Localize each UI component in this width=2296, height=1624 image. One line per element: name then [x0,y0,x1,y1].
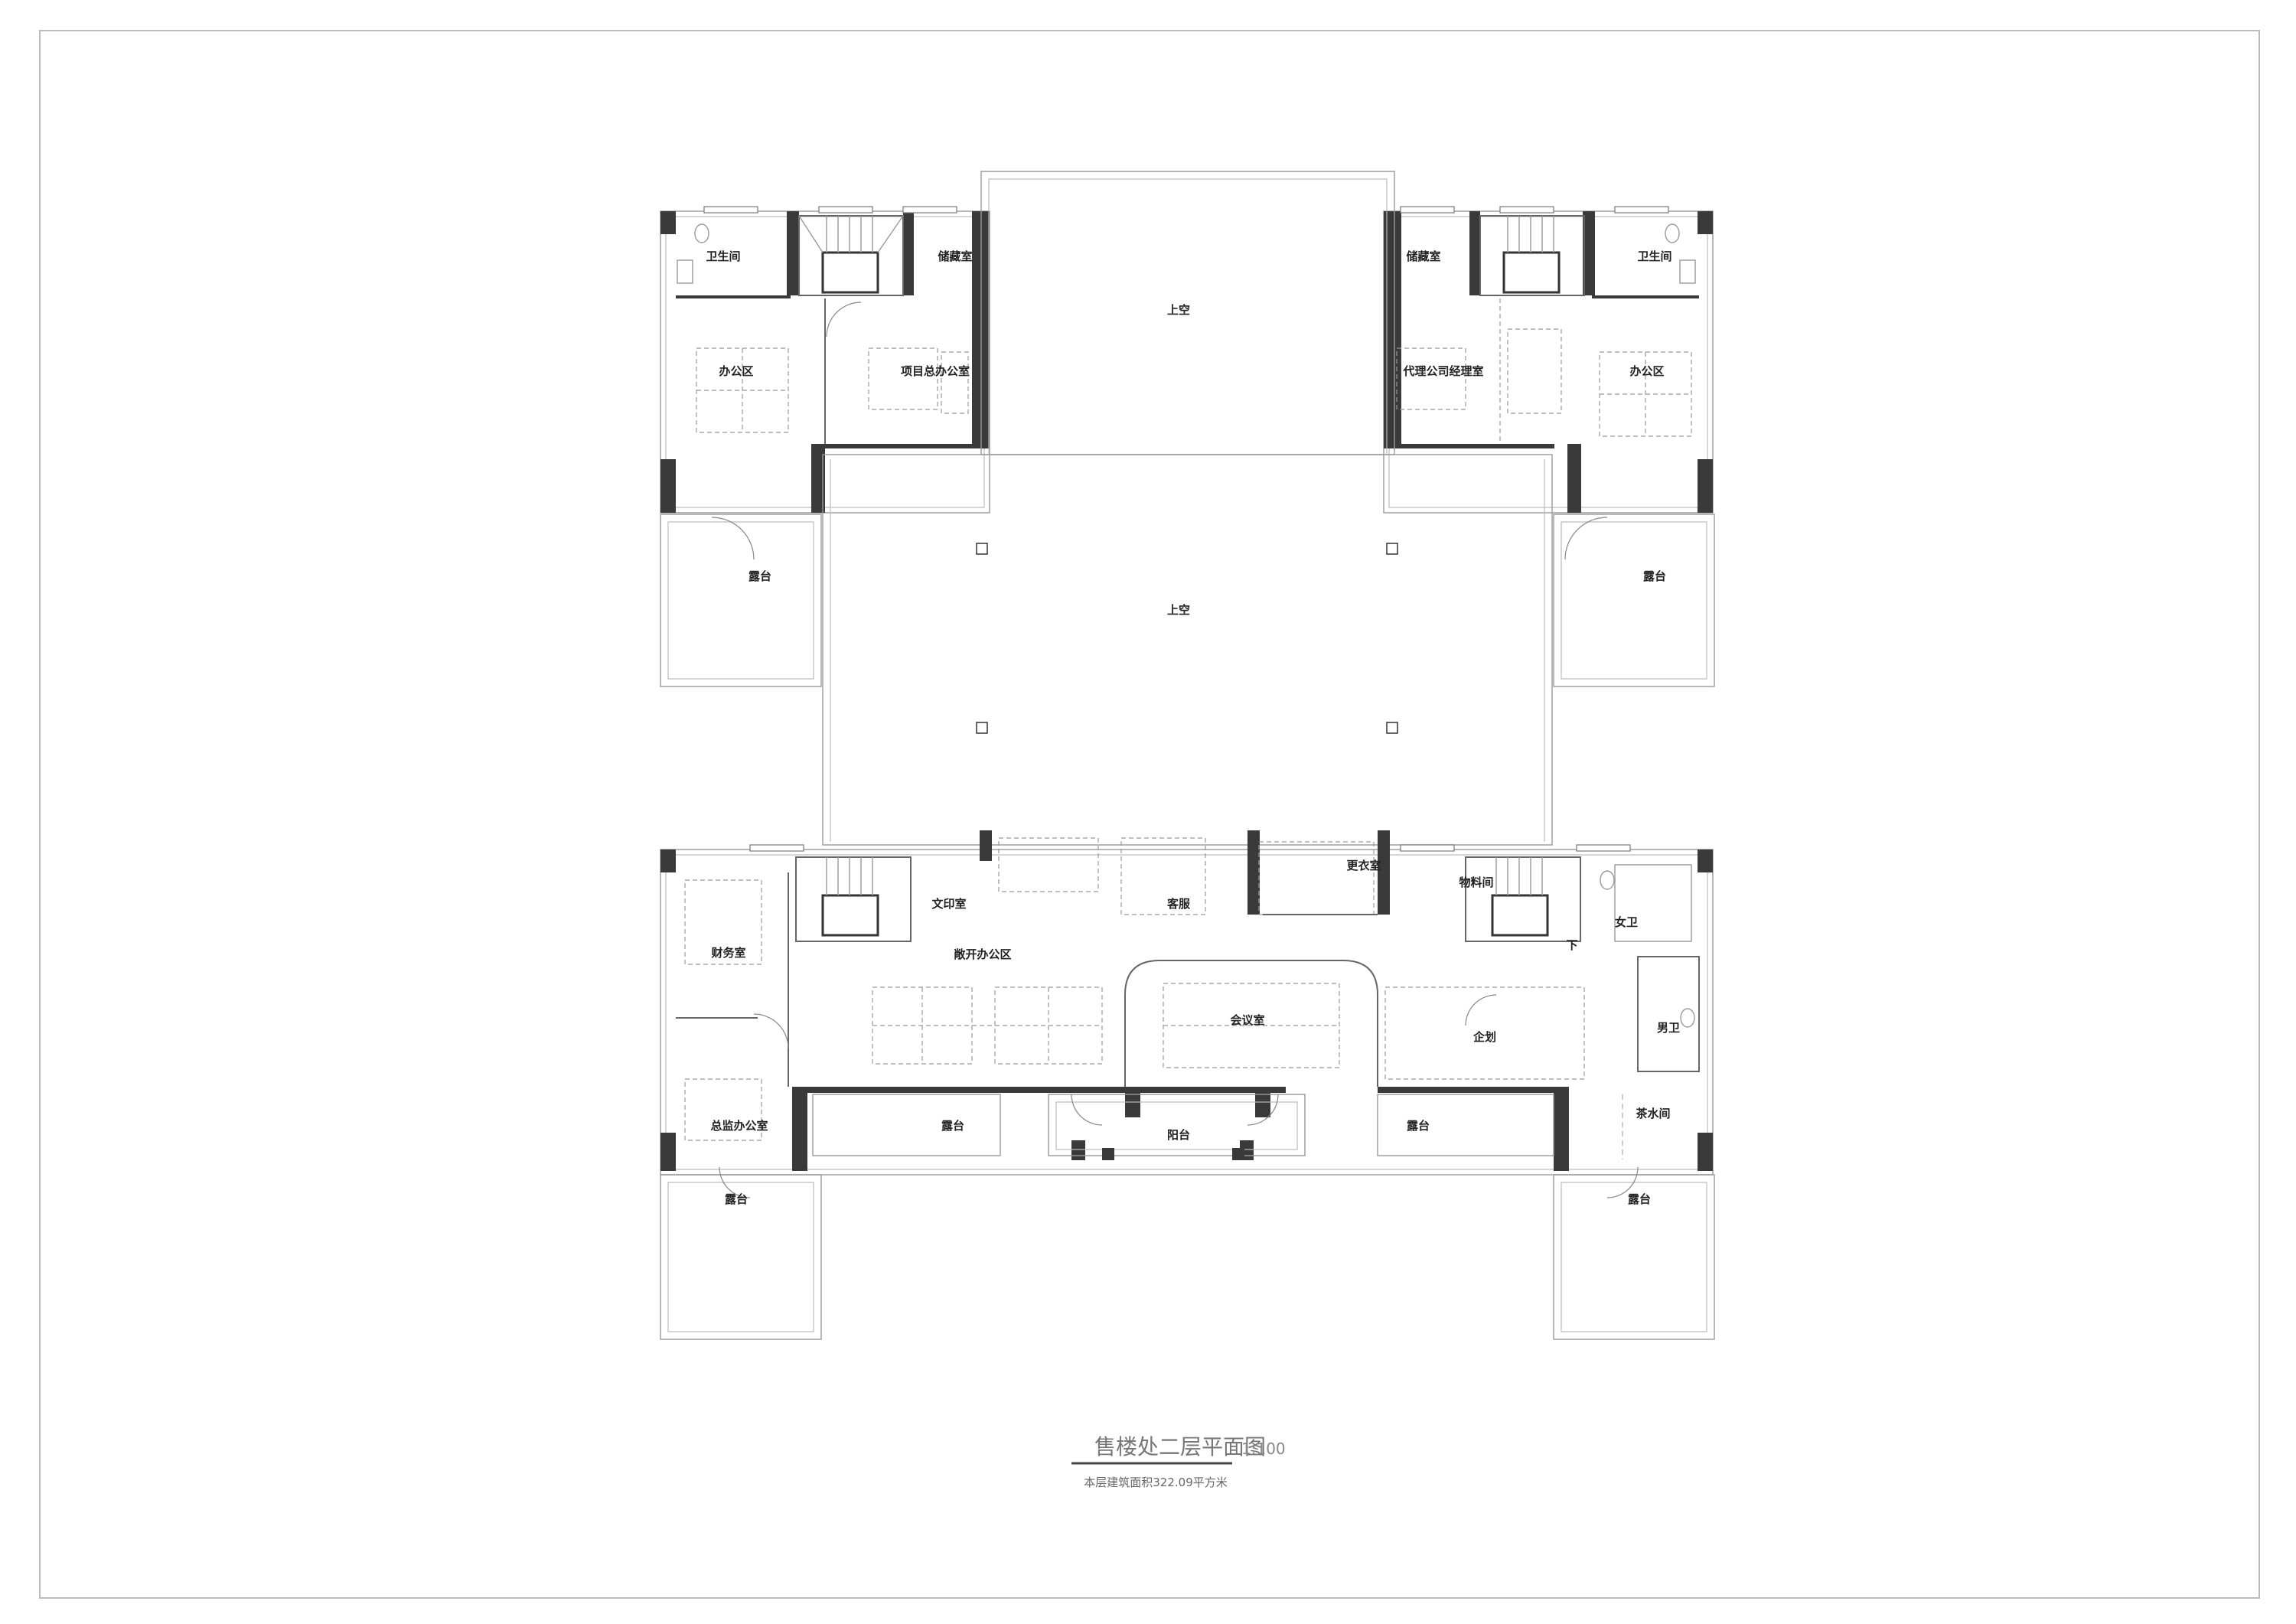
label-upper-left-terrace: 露台 [748,569,771,583]
label-meeting-room: 会议室 [1230,1013,1264,1027]
label-tea-room: 茶水间 [1636,1107,1670,1120]
label-terrace-left-inner: 露台 [941,1119,964,1133]
label-open-office: 敞开办公区 [954,947,1011,961]
label-printing-room: 文印室 [931,897,966,911]
label-materials-room: 物料间 [1459,876,1493,889]
label-balcony: 阳台 [1167,1128,1190,1142]
label-terrace-right-outer: 露台 [1628,1192,1651,1206]
label-stair-down: 下 [1566,938,1577,952]
floor-area-note: 本层建筑面积322.09平方米 [1084,1476,1228,1489]
label-womens-restroom: 女卫 [1615,915,1638,929]
upper-left-wing [660,206,990,687]
label-customer-service: 客服 [1166,897,1191,911]
sheet-border [39,30,2260,1599]
label-finance-room: 财务室 [711,946,745,960]
upper-right-wing [1383,206,1715,687]
label-upper-right-terrace: 露台 [1643,569,1666,583]
drawing-title: 售楼处二层平面图 [1094,1434,1266,1459]
label-director-office: 总监办公室 [710,1119,768,1133]
label-agency-manager-office: 代理公司经理室 [1402,364,1483,378]
drawing-scale: 1:100 [1241,1440,1286,1458]
lower-block [660,830,1715,1340]
label-upper-right-storage: 储藏室 [1406,249,1440,263]
label-locker-room: 更衣室 [1346,859,1381,872]
label-upper-right-office-area: 办公区 [1629,364,1664,378]
label-upper-left-office-area: 办公区 [719,364,753,378]
label-void-lower: 上空 [1167,603,1190,617]
label-void-upper: 上空 [1167,303,1190,317]
center-void [822,171,1553,846]
label-terrace-right-inner: 露台 [1407,1119,1430,1133]
label-upper-left-bathroom: 卫生间 [706,249,740,263]
label-upper-right-bathroom: 卫生间 [1637,249,1671,263]
label-planning: 企划 [1473,1030,1496,1044]
label-project-director-office: 项目总办公室 [901,364,970,378]
label-mens-restroom: 男卫 [1657,1021,1680,1035]
label-upper-left-storage: 储藏室 [938,249,972,263]
label-terrace-left-outer: 露台 [725,1192,748,1206]
